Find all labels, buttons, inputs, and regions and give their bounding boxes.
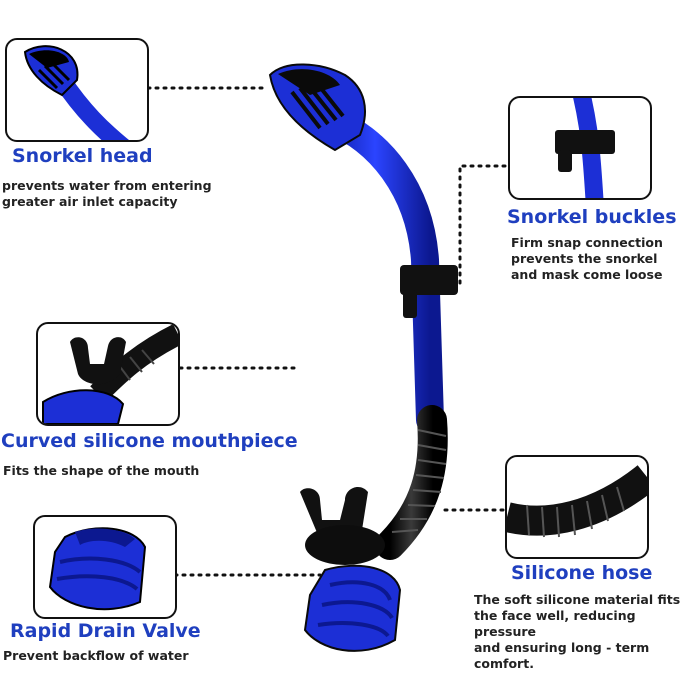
drain-valve-desc: Prevent backflow of water <box>3 648 189 663</box>
silicone-hose-thumbnail <box>505 455 649 559</box>
drain-valve-thumbnail <box>33 515 177 619</box>
silicone-hose-desc: The soft silicone material fits the face… <box>474 592 681 671</box>
snorkel-buckles-thumbnail <box>508 96 652 200</box>
mouthpiece-desc: Fits the shape of the mouth <box>3 463 200 478</box>
snorkel-head-desc: prevents water from entering greater air… <box>2 178 212 209</box>
drain-valve-part <box>303 564 402 652</box>
snorkel-hose-part <box>375 405 448 560</box>
connector-buckles <box>458 164 507 287</box>
silicone-hose-title: Silicone hose <box>511 562 653 584</box>
snorkel-buckle-part <box>400 265 458 318</box>
snorkel-head-title: Snorkel head <box>12 145 153 167</box>
mouthpiece-thumbnail <box>36 322 180 426</box>
drain-valve-title: Rapid Drain Valve <box>10 620 201 642</box>
snorkel-head-part <box>268 63 366 152</box>
snorkel-head-thumbnail <box>5 38 149 142</box>
mouthpiece-part <box>300 486 385 565</box>
snorkel-buckles-title: Snorkel buckles <box>507 206 677 228</box>
mouthpiece-title: Curved silicone mouthpiece <box>1 430 298 452</box>
snorkel-buckles-desc: Firm snap connection prevents the snorke… <box>511 235 663 282</box>
